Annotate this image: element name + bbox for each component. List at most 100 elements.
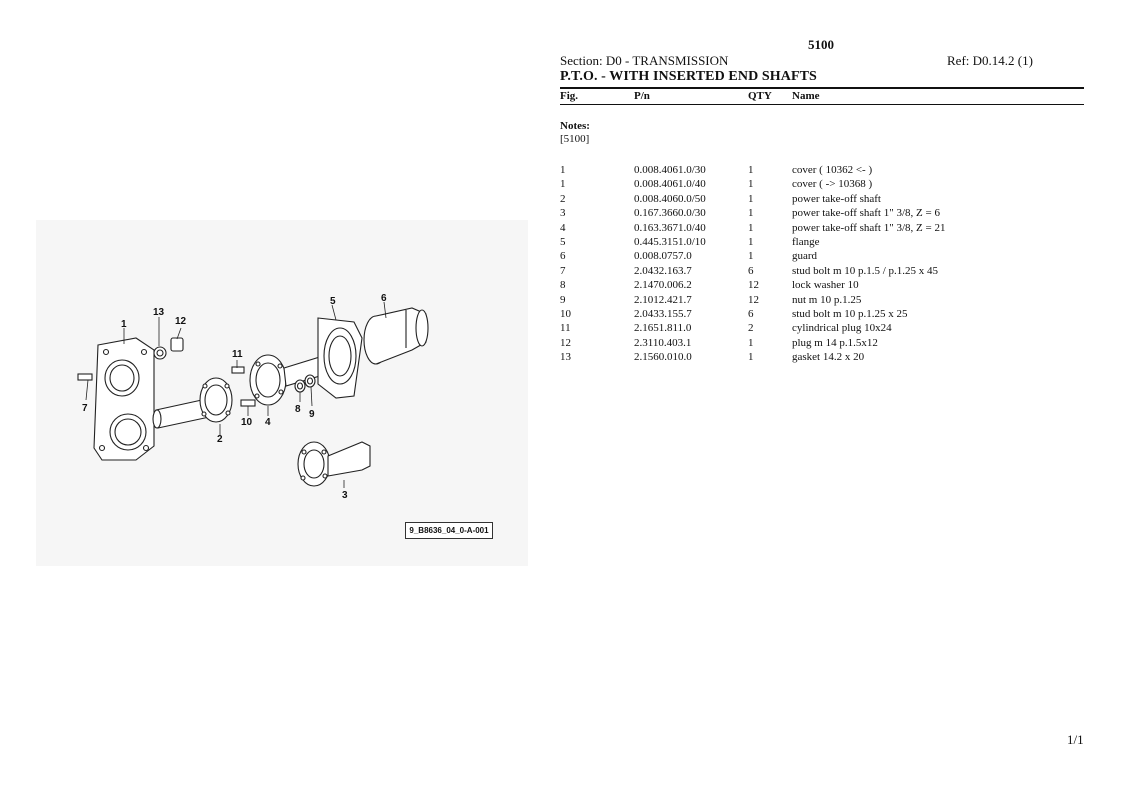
notes-label: Notes:	[560, 120, 590, 132]
page-number: 1/1	[1067, 732, 1084, 747]
table-row: 10 2.0433.155.7 6 stud bolt m 10 p.1.25 x 2…	[560, 308, 1084, 322]
row-part-number: 2.1012.421.7	[634, 293, 692, 306]
row-qty: 12	[748, 279, 759, 292]
row-part-number: 0.008.4060.0/50	[634, 192, 706, 205]
row-fig: 2	[560, 192, 566, 205]
header-rule-bottom	[560, 104, 1084, 105]
column-qty: QTY	[748, 90, 772, 102]
row-part-number: 0.163.3671.0/40	[634, 221, 706, 234]
row-name: stud bolt m 10 p.1.25 x 25	[792, 307, 908, 320]
callout-5: 5	[330, 296, 336, 307]
notes-value: [5100]	[560, 133, 590, 145]
row-fig: 1	[560, 164, 566, 176]
callout-12: 12	[175, 316, 187, 327]
row-qty: 6	[748, 264, 754, 277]
model-number: 5100	[808, 37, 834, 52]
row-qty: 1	[748, 221, 754, 234]
row-qty: 6	[748, 307, 754, 320]
row-name: power take-off shaft 1" 3/8, Z = 6	[792, 207, 940, 220]
row-qty: 1	[748, 207, 754, 220]
table-row: 5 0.445.3151.0/10 1 flange	[560, 236, 1084, 250]
callout-6: 6	[381, 293, 387, 304]
row-qty: 1	[748, 250, 754, 263]
row-fig: 6	[560, 250, 566, 263]
row-name: nut m 10 p.1.25	[792, 293, 862, 306]
callout-8: 8	[295, 404, 301, 415]
row-name: guard	[792, 250, 818, 263]
table-row: 8 2.1470.006.2 12 lock washer 10	[560, 279, 1084, 293]
reference-label: Ref: D0.14.2 (1)	[947, 53, 1033, 68]
callout-11: 11	[232, 349, 243, 360]
row-qty: 1	[748, 336, 754, 349]
table-row: 9 2.1012.421.7 12 nut m 10 p.1.25	[560, 294, 1084, 308]
diagram-drawing: 1 2 3 4 5 6 7 8 9 10 11 12 13	[77, 293, 429, 501]
table-row: 1 0.008.4061.0/40 1 cover ( -> 10368 )	[560, 178, 1084, 192]
row-name: power take-off shaft 1" 3/8, Z = 21	[792, 221, 946, 234]
row-name: cover ( -> 10368 )	[792, 178, 873, 191]
row-qty: 12	[748, 293, 759, 306]
row-name: stud bolt m 10 p.1.5 / p.1.25 x 45	[792, 264, 939, 277]
row-name: power take-off shaft	[792, 192, 881, 205]
row-name: plug m 14 p.1.5x12	[792, 336, 878, 349]
table-row: 13 2.1560.010.0 1 gasket 14.2 x 20	[560, 351, 1084, 365]
row-fig: 12	[560, 336, 571, 349]
row-part-number: 2.1651.811.0	[634, 322, 692, 335]
row-fig: 11	[560, 322, 571, 335]
row-fig: 9	[560, 293, 566, 306]
callout-9: 9	[309, 409, 315, 420]
parts-table-header: Fig. P/n QTY Name	[560, 90, 1084, 104]
parts-table: 1 0.008.4061.0/30 1 cover ( 10362 <- ) 1 0.00…	[560, 164, 1084, 365]
exploded-diagram: 1 2 3 4 5 6 7 8 9 10 11 12 13 9_B8636_04…	[36, 220, 528, 566]
row-part-number: 0.008.0757.0	[634, 250, 692, 263]
row-part-number: 2.1560.010.0	[634, 351, 692, 364]
row-part-number: 2.0432.163.7	[634, 264, 692, 277]
row-fig: 3	[560, 207, 566, 220]
row-name: cover ( 10362 <- )	[792, 164, 873, 176]
row-part-number: 2.1470.006.2	[634, 279, 692, 292]
callout-10: 10	[241, 417, 253, 428]
table-row: 4 0.163.3671.0/40 1 power take-off shaft 1"…	[560, 222, 1084, 236]
row-qty: 1	[748, 192, 754, 205]
row-fig: 10	[560, 307, 571, 320]
table-row: 2 0.008.4060.0/50 1 power take-off shaft	[560, 193, 1084, 207]
row-qty: 1	[748, 178, 754, 191]
row-part-number: 0.445.3151.0/10	[634, 235, 706, 248]
table-row: 12 2.3110.403.1 1 plug m 14 p.1.5x12	[560, 337, 1084, 351]
row-name: lock washer 10	[792, 279, 859, 292]
callout-3: 3	[342, 490, 348, 501]
row-qty: 2	[748, 322, 754, 335]
header-rule	[560, 87, 1084, 89]
row-qty: 1	[748, 235, 754, 248]
section-label: Section: D0 - TRANSMISSION	[560, 53, 729, 68]
row-qty: 1	[748, 164, 754, 176]
callout-4: 4	[265, 417, 271, 428]
table-row: 11 2.1651.811.0 2 cylindrical plug 10x24	[560, 322, 1084, 336]
row-part-number: 0.167.3660.0/30	[634, 207, 706, 220]
row-fig: 1	[560, 178, 566, 191]
table-row: 1 0.008.4061.0/30 1 cover ( 10362 <- )	[560, 164, 1084, 178]
callout-2: 2	[217, 434, 223, 445]
row-fig: 13	[560, 351, 571, 364]
row-part-number: 0.008.4061.0/30	[634, 164, 706, 176]
row-fig: 8	[560, 279, 566, 292]
row-name: flange	[792, 235, 820, 248]
row-fig: 4	[560, 221, 566, 234]
column-pn: P/n	[634, 90, 650, 102]
row-part-number: 0.008.4061.0/40	[634, 178, 706, 191]
column-name: Name	[792, 90, 820, 102]
callout-7: 7	[82, 403, 88, 414]
page-title: P.T.O. - WITH INSERTED END SHAFTS	[560, 69, 817, 84]
row-name: gasket 14.2 x 20	[792, 351, 865, 364]
table-row: 6 0.008.0757.0 1 guard	[560, 250, 1084, 264]
callout-1: 1	[121, 319, 127, 330]
row-fig: 7	[560, 264, 566, 277]
row-fig: 5	[560, 235, 566, 248]
row-qty: 1	[748, 351, 754, 364]
figure-id: 9_B8636_04_0-A-001	[405, 522, 493, 539]
row-name: cylindrical plug 10x24	[792, 322, 892, 335]
table-row: 7 2.0432.163.7 6 stud bolt m 10 p.1.5 / p.1…	[560, 265, 1084, 279]
table-row: 3 0.167.3660.0/30 1 power take-off shaft 1"…	[560, 207, 1084, 221]
row-part-number: 2.3110.403.1	[634, 336, 692, 349]
callout-13: 13	[153, 307, 165, 318]
row-part-number: 2.0433.155.7	[634, 307, 692, 320]
